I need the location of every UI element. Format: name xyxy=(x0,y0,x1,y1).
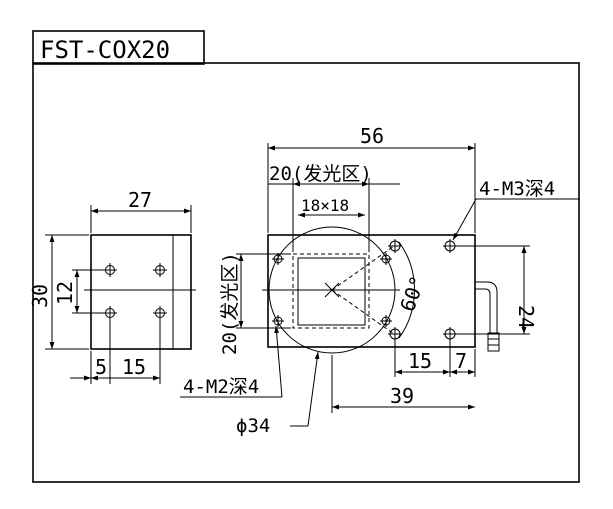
m2-holes xyxy=(272,253,392,327)
angle-60: 60° xyxy=(395,273,430,315)
title-box xyxy=(32,30,205,65)
front-body xyxy=(267,234,476,348)
label-m2-holes: 4-M2深4 xyxy=(183,376,259,398)
m3-holes xyxy=(388,239,457,341)
dim-emit-width: 20(发光区) xyxy=(269,163,372,185)
dim-length-39: 39 xyxy=(390,384,414,408)
model-title: FST-COX20 xyxy=(40,36,170,64)
dim-window-18x18: 18×18 xyxy=(301,196,349,215)
dim-pitch-15-left: 15 xyxy=(122,355,146,379)
dim-height-24: 24 xyxy=(514,305,538,329)
label-diameter-34: ϕ34 xyxy=(236,415,270,437)
dim-offset-5: 5 xyxy=(95,355,107,379)
left-mount-holes xyxy=(103,263,167,320)
dim-height-30: 30 xyxy=(28,284,52,308)
label-m3-holes: 4-M3深4 xyxy=(479,178,555,200)
window-18x18 xyxy=(297,257,366,326)
drawing-frame xyxy=(32,62,580,483)
left-body xyxy=(90,234,192,350)
emit-area-dashed xyxy=(292,253,370,329)
dim-width-27: 27 xyxy=(128,188,152,212)
dim-pitch-15-front: 15 xyxy=(408,349,432,373)
left-view: 27 30 12 5 15 xyxy=(28,188,196,384)
cable xyxy=(475,281,500,352)
dim-hole-pitch-12: 12 xyxy=(53,281,77,305)
dim-emit-height: 20(发光区) xyxy=(219,252,241,355)
dim-width-56: 56 xyxy=(360,124,384,148)
dim-edge-7: 7 xyxy=(455,349,467,373)
front-view: 60° 56 20(发 xyxy=(180,124,580,437)
